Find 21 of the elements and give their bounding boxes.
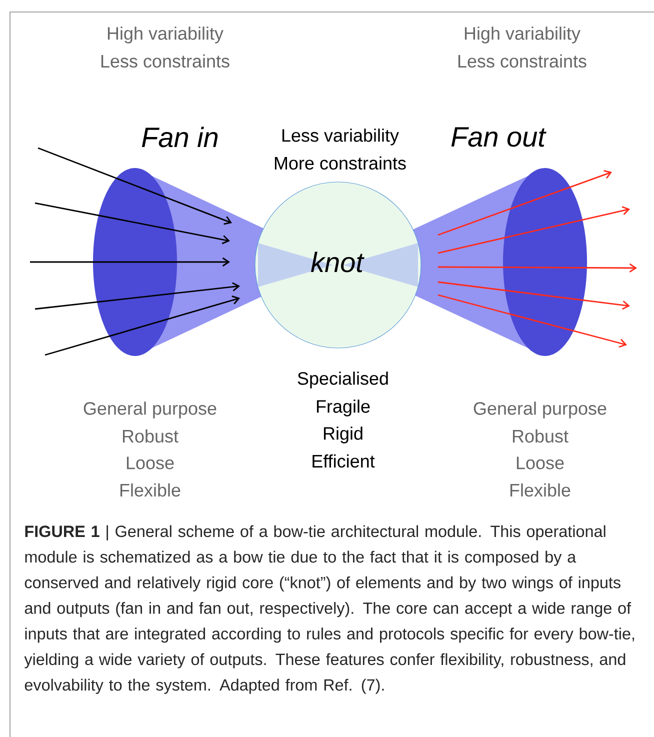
note-text: Robust <box>512 429 568 443</box>
note-text: Specialised <box>298 372 388 388</box>
note-text: Loose <box>516 456 564 470</box>
note-text: Rigid <box>324 426 362 444</box>
note-text: High variability <box>108 26 224 44</box>
note-text: Less constraints <box>458 54 586 68</box>
note-text: Flexible <box>510 483 570 497</box>
note-text: Fragile <box>316 400 370 416</box>
heading: Fan in <box>142 126 218 148</box>
note-text: General purpose <box>474 402 606 418</box>
caption: FIGURE 1 | General scheme of a bow-tie architectural module. This operational module is schematized as a bow tie due to the fact that it is composed by a conserved and relatively rigid core (“knot”) of elements and by two wings of inputs and outputs (fan in and fan out, respectively). The core can accept a wide range of inputs that are integrated according to rules and protocols specific for every bow-tie, yielding a wide variety of outputs. These features confer flexibility, robustness, and evolvability to the system. Adapted from Ref. (7). <box>24 525 634 694</box>
note-text: Efficient <box>312 454 375 468</box>
note-text: General purpose <box>84 402 216 418</box>
note-text: Less constraints <box>101 54 230 68</box>
note-text: Less variability <box>282 128 399 146</box>
note-text: High variability <box>464 26 580 44</box>
note-text: More constraints <box>274 156 406 170</box>
note-text: Robust <box>122 429 178 443</box>
heading: Fan out <box>451 127 546 147</box>
note-text: Flexible <box>120 483 180 497</box>
note-text: Loose <box>126 456 174 470</box>
